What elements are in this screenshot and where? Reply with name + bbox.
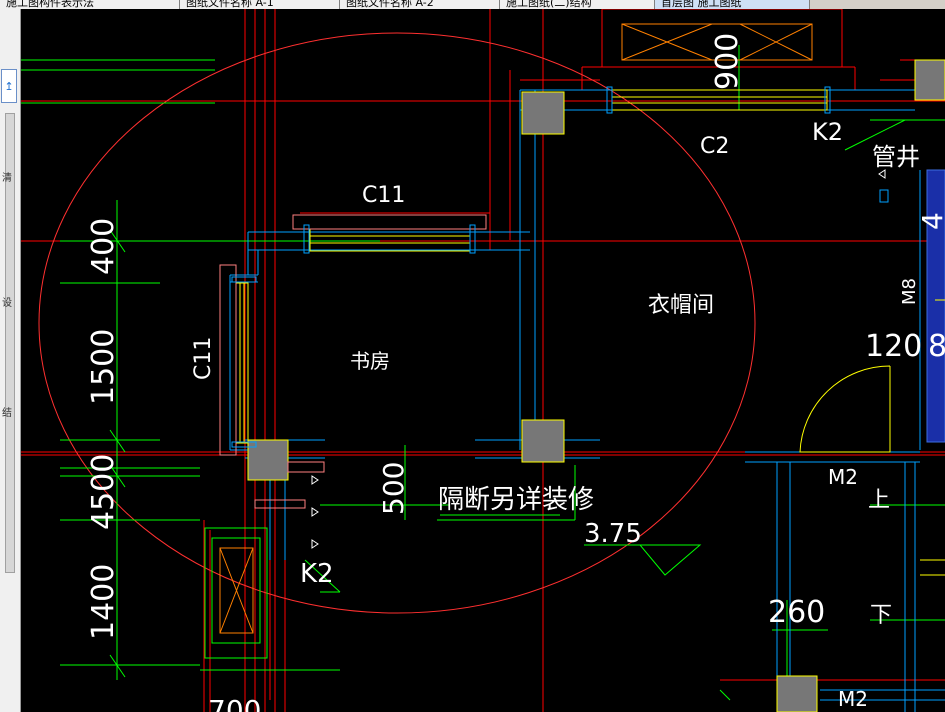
dim-400: 400	[86, 218, 121, 275]
dim-8: 8	[928, 329, 945, 364]
room-label-cloakroom: 衣帽间	[648, 293, 714, 318]
columns	[247, 59, 945, 712]
tab-1[interactable]: 施工图构件表示法	[0, 0, 180, 9]
panel-scrollbar[interactable]	[5, 113, 15, 573]
pipe-markers	[231, 86, 889, 448]
blue-wall-panel	[926, 169, 945, 443]
label-opening-k2-top: K2	[812, 118, 843, 146]
cad-drawing-canvas[interactable]: 书房 衣帽间 管井 隔断另详装修 3.75 C11 C11 C2 K2 K2 M…	[21, 9, 945, 712]
left-side-panel: ↥ 清 设 结	[0, 9, 21, 712]
dim-500: 500	[377, 462, 410, 515]
dim-4: 4	[916, 212, 945, 230]
shaft-outline	[204, 527, 268, 659]
label-pipe-well: 管井	[872, 143, 920, 171]
dim-260: 260	[768, 595, 825, 630]
drawing-labels: 书房 衣帽间 管井 隔断另详装修 3.75 C11 C11 C2 K2 K2 M…	[86, 33, 945, 712]
panel-glyph-1: 清	[2, 173, 12, 184]
label-stair-up: 上	[868, 488, 890, 513]
tab-5-active[interactable]: 首层图 施工图纸	[655, 0, 810, 9]
dim-1500: 1500	[86, 329, 121, 405]
window-c11-sill	[292, 214, 487, 230]
label-opening-k2-bottom: K2	[300, 559, 334, 589]
label-window-c11-left: C11	[191, 337, 216, 380]
dim-700: 700	[208, 694, 261, 712]
dim-4500: 4500	[86, 454, 121, 530]
label-door-m8: M8	[899, 278, 920, 305]
vent-arrows	[311, 169, 886, 549]
canvas-background	[21, 9, 945, 712]
label-partition-note: 隔断另详装修	[438, 485, 594, 515]
revision-cloud	[38, 32, 756, 614]
panel-glyph-2: 设	[2, 298, 12, 309]
room-label-study: 书房	[350, 349, 390, 373]
dimension-lines	[21, 45, 945, 712]
document-tab-bar: 施工图构件表示法 图纸文件名称 A-1 图纸文件名称 A-2 施工图纸(二)结构…	[0, 0, 945, 9]
panel-collapse-button[interactable]: ↥	[1, 69, 17, 103]
window-c11-left-sill	[219, 264, 237, 456]
label-elevation: 3.75	[584, 519, 642, 549]
label-stair-down: 下	[870, 603, 892, 628]
dim-120: 120	[865, 329, 922, 364]
label-door-m2-mid: M2	[828, 465, 858, 489]
label-window-c2: C2	[700, 134, 729, 159]
tab-2[interactable]: 图纸文件名称 A-1	[180, 0, 340, 9]
tab-3[interactable]: 图纸文件名称 A-2	[340, 0, 500, 9]
arrow-up-icon: ↥	[4, 80, 14, 93]
dim-1400: 1400	[86, 564, 121, 640]
panel-glyph-3: 结	[2, 408, 12, 419]
label-window-c11-top: C11	[362, 183, 405, 208]
tab-4[interactable]: 施工图纸(二)结构	[500, 0, 655, 9]
dim-900: 900	[710, 33, 745, 90]
balcony-units	[219, 23, 813, 634]
label-door-m2-bottom: M2	[838, 687, 868, 711]
